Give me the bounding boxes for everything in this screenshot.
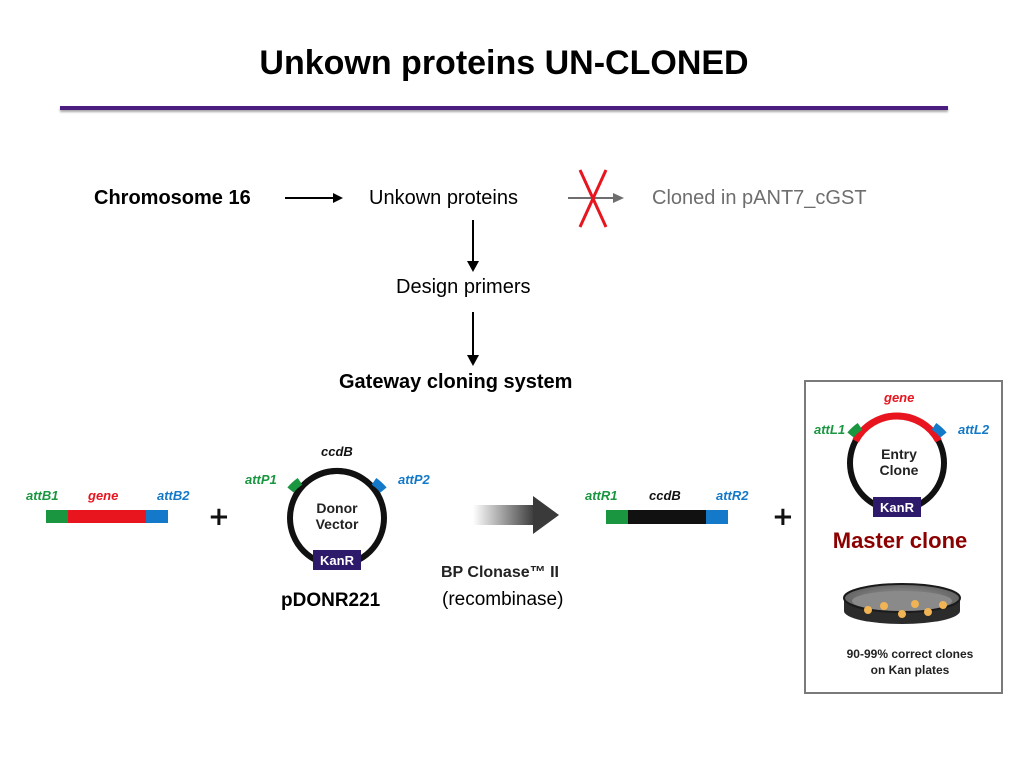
arrow-chromosome-to-proteins [285, 193, 343, 203]
attL2-label: attL2 [958, 422, 990, 437]
ccdB-construct-label: ccdB [649, 488, 681, 503]
donor-vector-plasmid [287, 467, 387, 570]
attR1-label: attR1 [585, 488, 618, 503]
page-title: Unkown proteins UN-CLONED [259, 44, 749, 82]
arrow-down-to-gateway [467, 312, 479, 366]
ccdB-label: ccdB [321, 444, 353, 459]
plus-sign-2: + [772, 502, 794, 532]
pdonr-label: pDONR221 [281, 590, 381, 611]
attR2-label: attR2 [716, 488, 749, 503]
clones-note-line2: on Kan plates [871, 663, 950, 677]
recombinase-label: (recombinase) [442, 589, 563, 610]
red-cross-icon [578, 169, 608, 228]
title-underline [60, 106, 948, 110]
gene-label: gene [87, 488, 118, 503]
entry-label-line1: Entry [881, 446, 917, 462]
donor-label-line2: Vector [316, 516, 359, 532]
attP2-label: attP2 [398, 472, 431, 487]
attR-ccdB-construct [606, 510, 728, 524]
master-gene-label: gene [883, 390, 914, 405]
gateway-label: Gateway cloning system [339, 371, 573, 393]
attB-gene-construct [46, 510, 168, 523]
petri-dish-icon [843, 583, 961, 624]
chromosome-label: Chromosome 16 [94, 187, 251, 209]
clones-note-line1: 90-99% correct clones [847, 647, 974, 661]
arrow-down-to-primers [467, 220, 479, 272]
kanR-label: KanR [320, 553, 355, 568]
design-primers-label: Design primers [396, 276, 531, 298]
bp-clonase-label: BP Clonase™ II [441, 564, 559, 581]
attB1-label: attB1 [26, 488, 59, 503]
master-kanR-label: KanR [880, 500, 915, 515]
master-clone-box [804, 380, 1003, 694]
bp-clonase-arrow [473, 496, 559, 534]
plus-sign-1: + [208, 502, 230, 532]
attB2-label: attB2 [157, 488, 190, 503]
cloned-label: Cloned in pANT7_cGST [652, 187, 867, 209]
unknown-proteins-label: Unkown proteins [369, 187, 518, 209]
donor-label-line1: Donor [316, 500, 358, 516]
entry-label-line2: Clone [880, 462, 919, 478]
master-clone-label: Master clone [833, 528, 968, 553]
attP1-label: attP1 [245, 472, 277, 487]
attL1-label: attL1 [814, 422, 845, 437]
